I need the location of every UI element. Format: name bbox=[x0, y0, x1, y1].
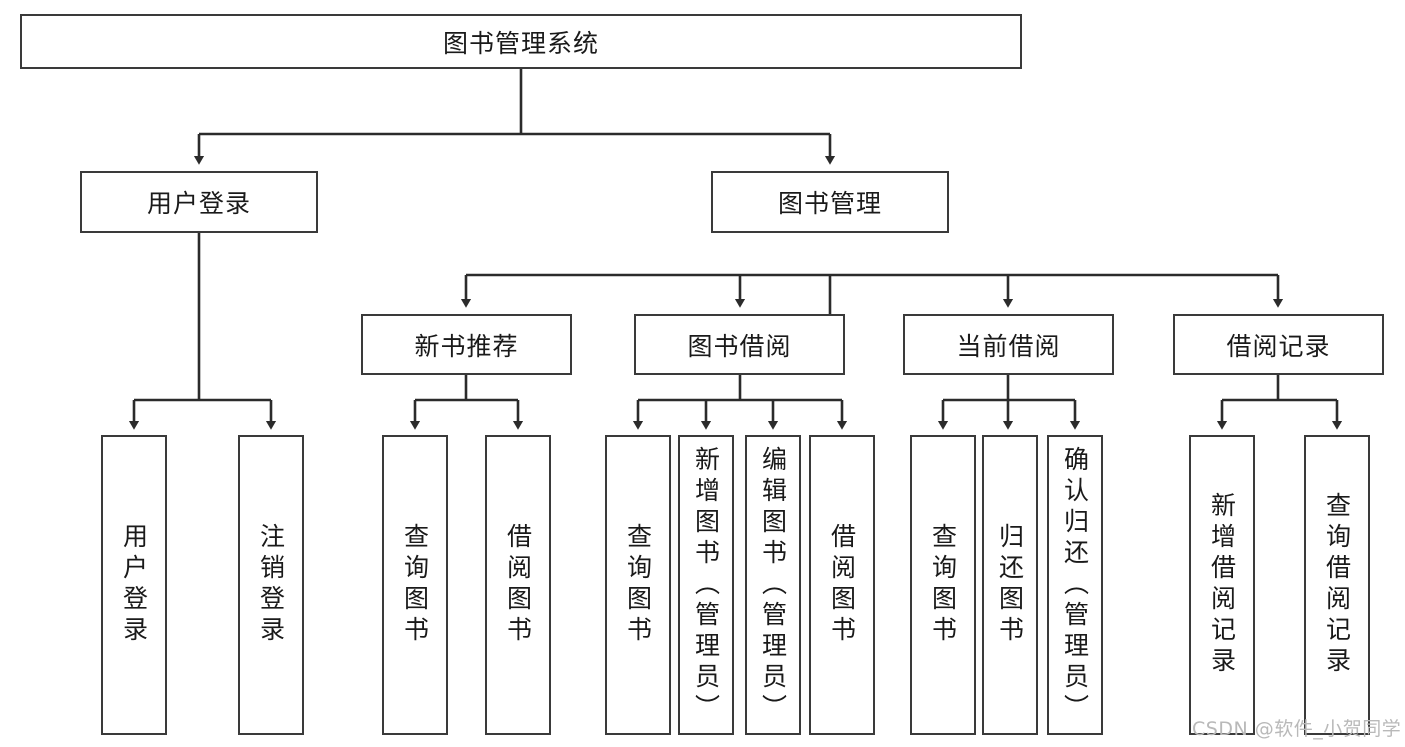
node-root-label: 图书管理系统 bbox=[442, 28, 599, 58]
csdn-watermark: CSDN @软件_小贺同学 bbox=[1192, 718, 1402, 740]
node-leaf-add-book-label: 新增图书（管理员） bbox=[691, 445, 721, 725]
node-borrow-record-label: 借阅记录 bbox=[1226, 331, 1331, 361]
node-leaf-query-record-label: 查询借阅记录 bbox=[1322, 492, 1352, 678]
node-book-borrow-label: 图书借阅 bbox=[687, 331, 792, 361]
node-leaf-user-login[interactable]: 用户登录 bbox=[101, 435, 167, 735]
node-user-login-label: 用户登录 bbox=[146, 189, 251, 218]
node-leaf-borrow-book-1-label: 借阅图书 bbox=[503, 523, 533, 647]
node-leaf-query-book-2-label: 查询图书 bbox=[623, 523, 653, 647]
node-leaf-user-login-label: 用户登录 bbox=[119, 523, 149, 647]
node-leaf-query-book-3-label: 查询图书 bbox=[928, 523, 958, 647]
node-leaf-query-book-3[interactable]: 查询图书 bbox=[910, 435, 976, 735]
node-leaf-query-book-2[interactable]: 查询图书 bbox=[605, 435, 671, 735]
node-leaf-borrow-book-2-label: 借阅图书 bbox=[827, 523, 857, 647]
node-leaf-borrow-book-2[interactable]: 借阅图书 bbox=[809, 435, 875, 735]
node-current-borrow-label: 当前借阅 bbox=[956, 331, 1061, 361]
node-leaf-add-record-label: 新增借阅记录 bbox=[1207, 492, 1237, 678]
node-user-login[interactable]: 用户登录 bbox=[80, 171, 318, 233]
node-book-manage[interactable]: 图书管理 bbox=[711, 171, 949, 233]
node-leaf-return-book-label: 归还图书 bbox=[995, 523, 1025, 647]
node-new-book-rec[interactable]: 新书推荐 bbox=[361, 314, 572, 375]
node-new-book-rec-label: 新书推荐 bbox=[414, 331, 519, 361]
node-leaf-edit-book-label: 编辑图书（管理员） bbox=[758, 445, 788, 725]
node-leaf-return-book[interactable]: 归还图书 bbox=[982, 435, 1038, 735]
node-leaf-add-book[interactable]: 新增图书（管理员） bbox=[678, 435, 734, 735]
node-book-borrow[interactable]: 图书借阅 bbox=[634, 314, 845, 375]
node-leaf-logout-label: 注销登录 bbox=[256, 523, 286, 647]
node-leaf-add-record[interactable]: 新增借阅记录 bbox=[1189, 435, 1255, 735]
node-root[interactable]: 图书管理系统 bbox=[20, 14, 1022, 69]
node-leaf-confirm-return[interactable]: 确认归还（管理员） bbox=[1047, 435, 1103, 735]
node-book-manage-label: 图书管理 bbox=[777, 189, 882, 218]
node-leaf-confirm-return-label: 确认归还（管理员） bbox=[1060, 445, 1090, 725]
node-leaf-borrow-book-1[interactable]: 借阅图书 bbox=[485, 435, 551, 735]
node-leaf-logout[interactable]: 注销登录 bbox=[238, 435, 304, 735]
node-borrow-record[interactable]: 借阅记录 bbox=[1173, 314, 1384, 375]
node-leaf-edit-book[interactable]: 编辑图书（管理员） bbox=[745, 435, 801, 735]
node-leaf-query-record[interactable]: 查询借阅记录 bbox=[1304, 435, 1370, 735]
node-current-borrow[interactable]: 当前借阅 bbox=[903, 314, 1114, 375]
node-leaf-query-book-1-label: 查询图书 bbox=[400, 523, 430, 647]
node-leaf-query-book-1[interactable]: 查询图书 bbox=[382, 435, 448, 735]
